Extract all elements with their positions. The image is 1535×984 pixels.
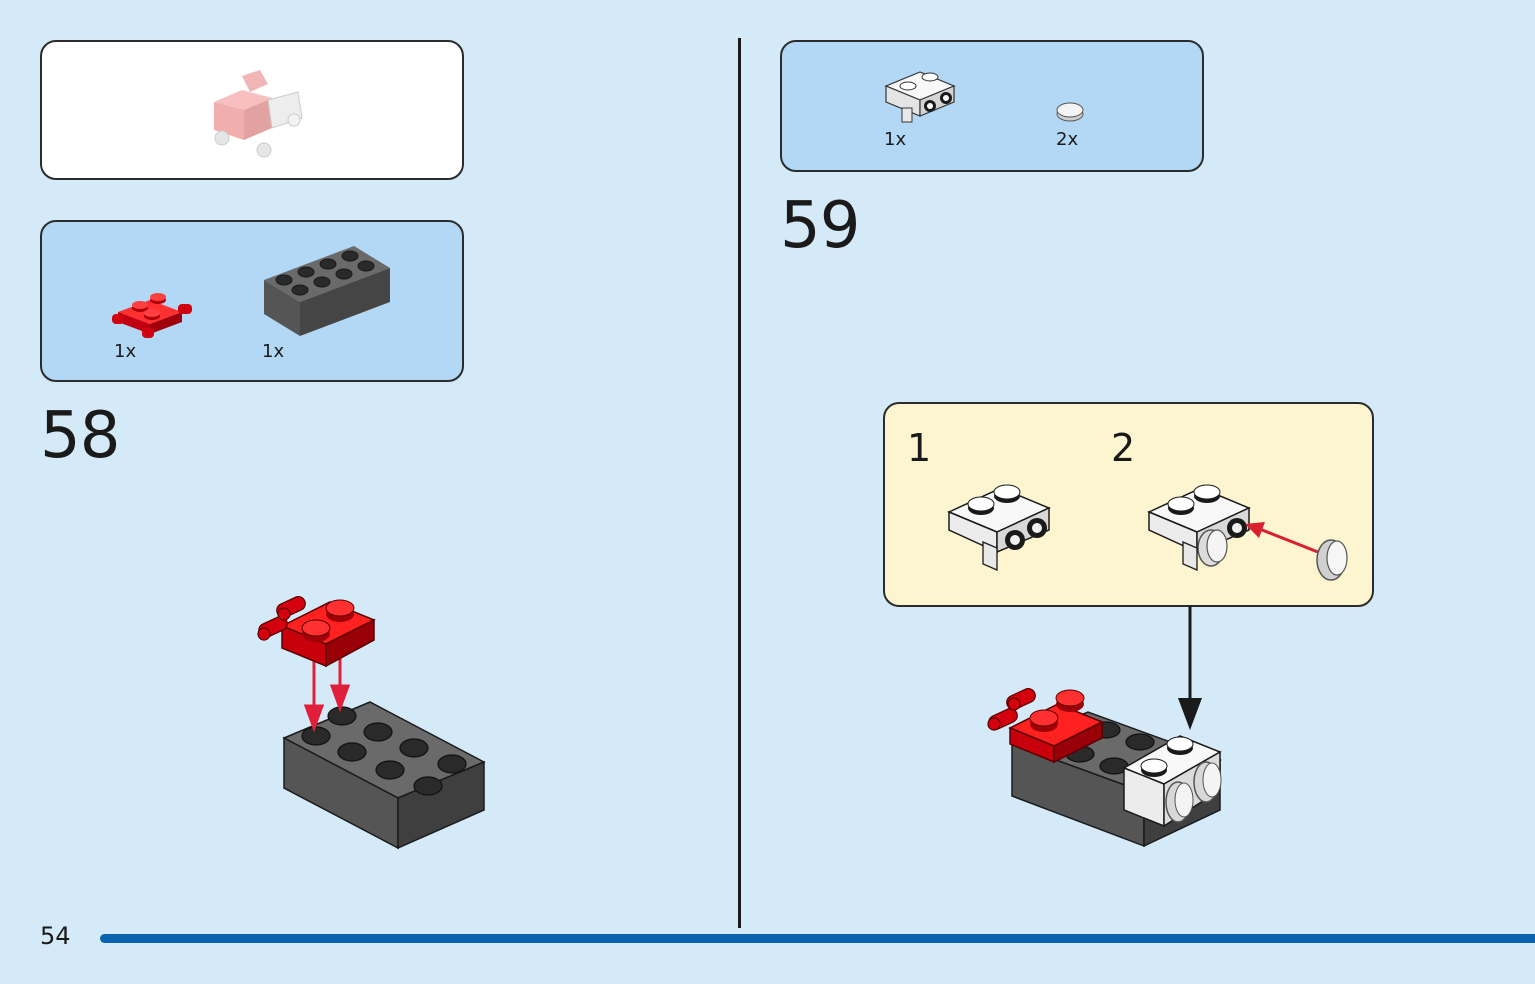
bracket-plate-substep-1-image: [947, 484, 1051, 571]
parts-list-step-59: 1x 2x: [780, 40, 1204, 172]
dark-gray-brick-icon: [264, 246, 390, 336]
sub-assembly-box: 1 2: [883, 402, 1374, 607]
substep-number: 1: [907, 426, 932, 470]
bracket-plate-substep-2-image: [1147, 484, 1348, 581]
parts-list-step-58: 1x 1x: [40, 220, 464, 382]
part-quantity: 1x: [114, 341, 137, 362]
step-number: 59: [780, 189, 860, 263]
footer-accent-bar: [100, 934, 1535, 943]
red-plate-with-clips-icon: [112, 293, 192, 338]
step-59-build-illustration: [987, 688, 1223, 848]
transparent-round-tile-icon: [1056, 102, 1084, 122]
step-number: 58: [40, 399, 120, 473]
part-quantity: 2x: [1056, 129, 1079, 150]
sub-assembly-arrow: [1178, 606, 1202, 730]
step-58-build-illustration: [257, 596, 486, 850]
page-divider: [738, 38, 741, 928]
finished-model-preview-image: [214, 70, 303, 158]
substep-number: 2: [1111, 426, 1136, 470]
page-number: 54: [40, 922, 71, 950]
model-preview-box: [40, 40, 464, 180]
white-bracket-plate-icon: [884, 71, 956, 123]
part-quantity: 1x: [884, 129, 907, 150]
part-quantity: 1x: [262, 341, 285, 362]
